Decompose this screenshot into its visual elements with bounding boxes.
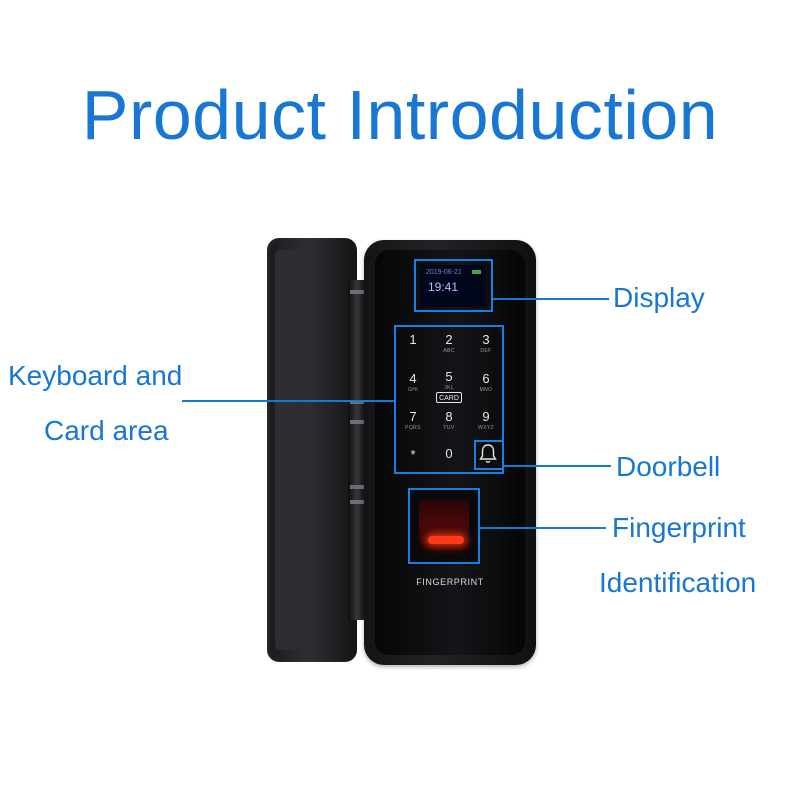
battery-icon: [472, 270, 481, 274]
keyboard-highlight-box: [394, 325, 504, 474]
doorbell-highlight-box: [474, 440, 504, 470]
fingerprint-sensor[interactable]: [419, 500, 469, 552]
display-date: 2019-06-21: [426, 269, 462, 276]
key-0[interactable]: 0: [445, 446, 453, 461]
bell-icon[interactable]: [476, 442, 500, 466]
callout-keyboard-line2: Card area: [44, 415, 169, 446]
fingerprint-callout-line: [480, 527, 606, 529]
callout-fingerprint-line1: Fingerprint: [612, 512, 746, 543]
display-callout-line: [493, 298, 609, 300]
card-badge: CARD: [436, 392, 462, 403]
callout-display: Display: [613, 282, 705, 313]
keyboard-callout-line: [182, 400, 394, 402]
hinge-notch: [350, 400, 364, 404]
fingerprint-device-label: FINGERPRINT: [416, 577, 484, 587]
callout-doorbell: Doorbell: [616, 451, 721, 482]
callout-fingerprint-line2: Identification: [599, 567, 757, 598]
hinge-notch: [350, 420, 364, 424]
lock-handle: [267, 238, 357, 662]
key-1[interactable]: 1: [409, 332, 417, 347]
hinge-notch: [350, 290, 364, 294]
lock-face: [375, 250, 525, 655]
callout-keyboard-line1: Keyboard and: [8, 360, 183, 391]
fingerprint-led: [428, 536, 464, 544]
lock-display: 2019-06-21 19:41: [420, 265, 486, 307]
display-time: 19:41: [428, 280, 459, 294]
key-star[interactable]: *: [410, 447, 416, 462]
hinge-notch: [350, 485, 364, 489]
display-highlight-box: [414, 259, 493, 312]
doorbell-callout-line: [504, 465, 611, 467]
page-title: Product Introduction: [81, 76, 719, 154]
lock-hinge: [348, 280, 366, 620]
hinge-notch: [350, 500, 364, 504]
